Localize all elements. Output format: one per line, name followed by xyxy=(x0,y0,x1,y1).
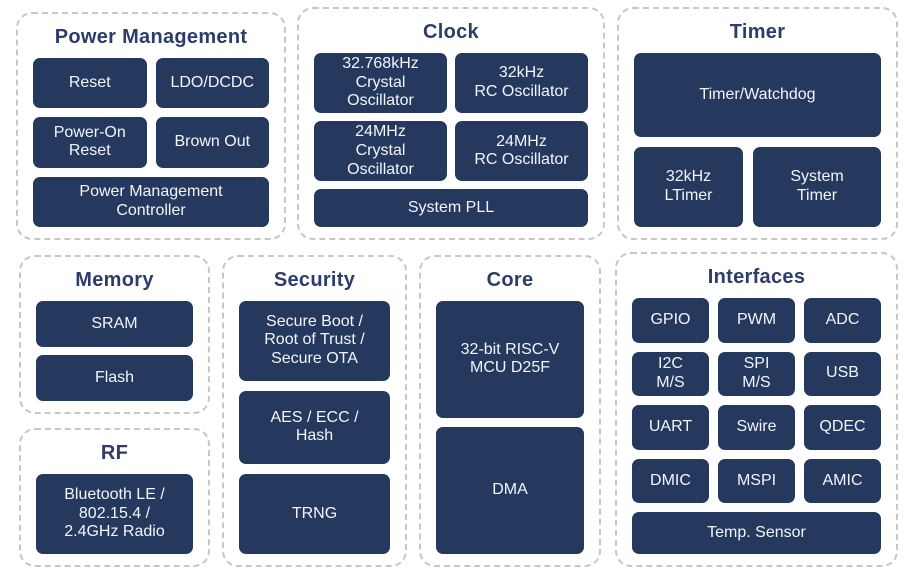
section-rf: RF Bluetooth LE / 802.15.4 / 2.4GHz Radi… xyxy=(19,428,210,567)
block-dmic: DMIC xyxy=(632,458,709,504)
section-memory: Memory SRAM Flash xyxy=(19,255,210,414)
section-title-power-management: Power Management xyxy=(54,26,248,48)
block-i2c-ms: I2C M/S xyxy=(632,351,709,397)
section-title-memory: Memory xyxy=(75,269,154,291)
block-aes-ecc-hash: AES / ECC / Hash xyxy=(239,390,390,465)
block-spi-ms: SPI M/S xyxy=(718,351,795,397)
block-temp-sensor: Temp. Sensor xyxy=(632,512,881,554)
block-system-timer: System Timer xyxy=(753,147,881,227)
block-dma: DMA xyxy=(436,426,584,554)
section-core: Core 32-bit RISC-V MCU D25F DMA xyxy=(419,255,601,567)
block-qdec: QDEC xyxy=(804,405,881,450)
section-title-interfaces: Interfaces xyxy=(707,266,806,288)
block-power-management-controller: Power Management Controller xyxy=(33,176,269,227)
section-interfaces: Interfaces GPIO PWM ADC I2C M/S SPI M/S … xyxy=(615,252,898,567)
block-bluetooth-radio: Bluetooth LE / 802.15.4 / 2.4GHz Radio xyxy=(36,474,193,554)
block-power-on-reset: Power-On Reset xyxy=(33,117,147,168)
block-usb: USB xyxy=(804,351,881,397)
block-adc: ADC xyxy=(804,298,881,343)
block-riscv-mcu: 32-bit RISC-V MCU D25F xyxy=(436,301,584,418)
interfaces-blocks: GPIO PWM ADC I2C M/S SPI M/S USB UART Sw… xyxy=(632,298,881,554)
block-swire: Swire xyxy=(718,405,795,450)
block-uart: UART xyxy=(632,405,709,450)
timer-blocks: Timer/Watchdog 32kHz LTimer System Timer xyxy=(634,53,881,227)
block-sram: SRAM xyxy=(36,301,193,347)
block-pwm: PWM xyxy=(718,298,795,343)
block-32768khz-crystal-oscillator: 32.768kHz Crystal Oscillator xyxy=(314,53,447,114)
core-blocks: 32-bit RISC-V MCU D25F DMA xyxy=(436,301,584,554)
block-brown-out: Brown Out xyxy=(155,117,269,168)
section-title-core: Core xyxy=(486,269,534,291)
section-power-management: Power Management Reset LDO/DCDC Power-On… xyxy=(16,12,286,240)
block-timer-watchdog: Timer/Watchdog xyxy=(634,53,881,137)
block-trng: TRNG xyxy=(239,474,390,554)
block-24mhz-crystal-oscillator: 24MHz Crystal Oscillator xyxy=(314,121,447,182)
memory-blocks: SRAM Flash xyxy=(36,301,193,401)
block-system-pll: System PLL xyxy=(314,189,588,227)
clock-blocks: 32.768kHz Crystal Oscillator 32kHz RC Os… xyxy=(314,53,588,227)
section-title-security: Security xyxy=(273,269,356,291)
block-secure-boot: Secure Boot / Root of Trust / Secure OTA xyxy=(239,301,390,381)
block-ldo-dcdc: LDO/DCDC xyxy=(155,58,269,109)
section-security: Security Secure Boot / Root of Trust / S… xyxy=(222,255,407,567)
block-reset: Reset xyxy=(33,58,147,109)
section-title-timer: Timer xyxy=(729,21,786,43)
block-amic: AMIC xyxy=(804,458,881,504)
block-32khz-ltimer: 32kHz LTimer xyxy=(634,147,744,227)
section-title-rf: RF xyxy=(100,442,129,464)
section-timer: Timer Timer/Watchdog 32kHz LTimer System… xyxy=(617,7,898,240)
rf-blocks: Bluetooth LE / 802.15.4 / 2.4GHz Radio xyxy=(36,474,193,554)
security-blocks: Secure Boot / Root of Trust / Secure OTA… xyxy=(239,301,390,554)
power-management-blocks: Reset LDO/DCDC Power-On Reset Brown Out … xyxy=(33,58,269,227)
block-32khz-rc-oscillator: 32kHz RC Oscillator xyxy=(455,53,588,114)
section-clock: Clock 32.768kHz Crystal Oscillator 32kHz… xyxy=(297,7,605,240)
block-mspi: MSPI xyxy=(718,458,795,504)
block-24mhz-rc-oscillator: 24MHz RC Oscillator xyxy=(455,121,588,182)
block-flash: Flash xyxy=(36,355,193,401)
section-title-clock: Clock xyxy=(423,21,479,43)
block-gpio: GPIO xyxy=(632,298,709,343)
